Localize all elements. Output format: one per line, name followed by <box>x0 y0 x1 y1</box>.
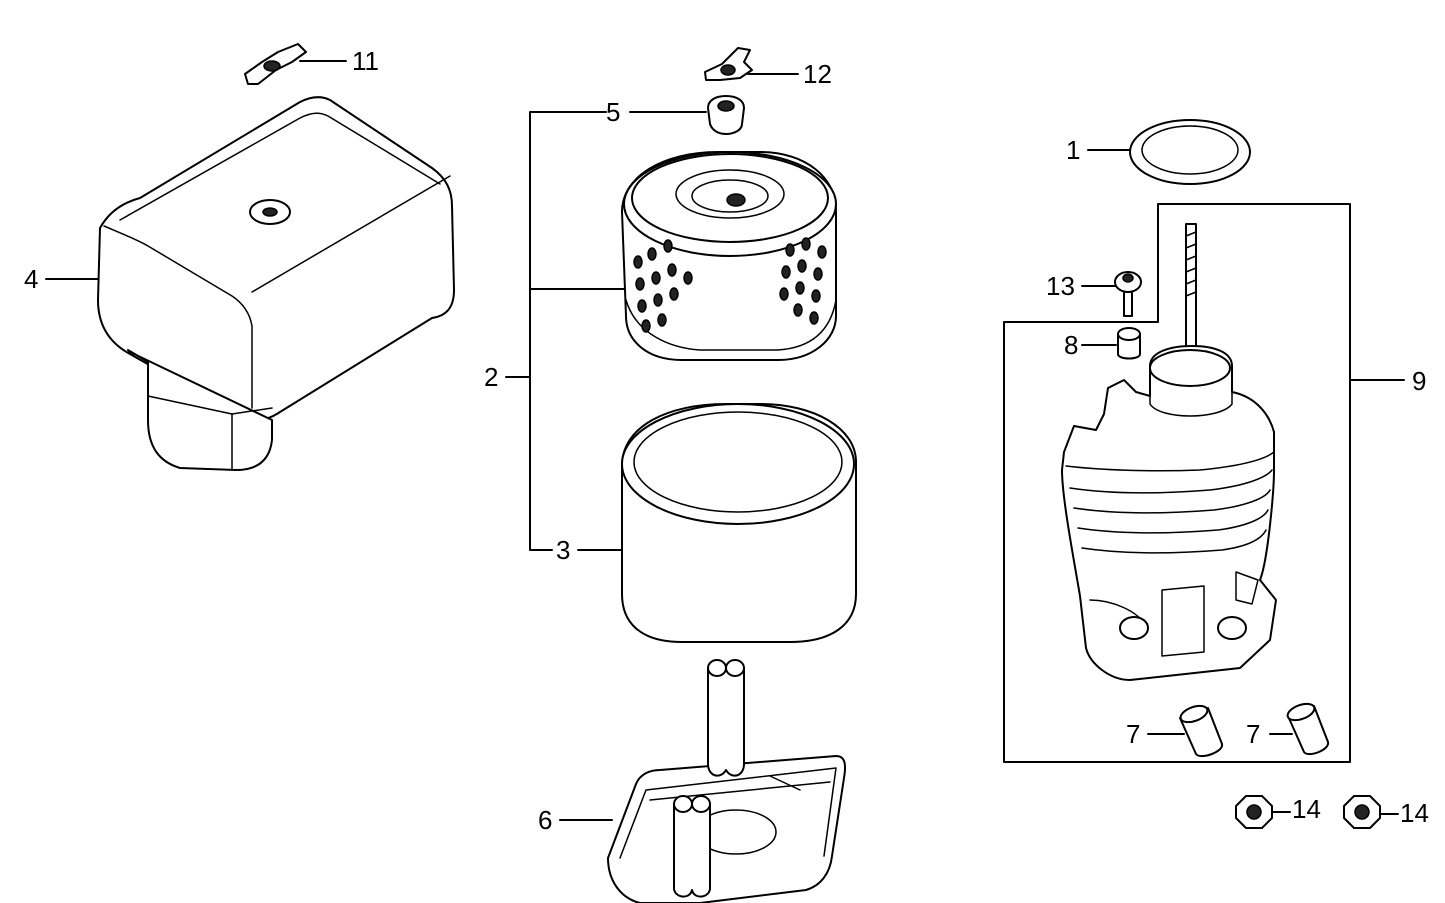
callout-5: 5 <box>606 97 707 127</box>
callout-7b-label: 7 <box>1246 719 1260 749</box>
callout-14b-label: 14 <box>1400 798 1429 828</box>
part-5-grommet <box>707 95 745 135</box>
callout-11-label: 11 <box>352 46 379 76</box>
part-12-wing-nut <box>704 47 753 81</box>
part-2-paper-element <box>621 151 837 361</box>
callout-2-label: 2 <box>484 362 498 392</box>
callout-9-label: 9 <box>1412 366 1426 396</box>
part-8-collar <box>1117 327 1141 360</box>
callout-12: 12 <box>747 59 832 89</box>
callout-8: 8 <box>1064 330 1117 360</box>
part-14-nut-left <box>1235 795 1273 829</box>
callout-13-label: 13 <box>1046 271 1075 301</box>
part-4-cover <box>97 96 455 471</box>
callout-1-label: 1 <box>1066 135 1080 165</box>
part-3-foam-element <box>621 403 857 643</box>
bracket-2: 2 3 <box>484 111 625 565</box>
callout-12-label: 12 <box>803 59 832 89</box>
bracket-9: 9 <box>1003 203 1426 763</box>
callout-8-label: 8 <box>1064 330 1078 360</box>
callout-11: 11 <box>299 46 379 76</box>
part-9-elbow <box>1061 223 1277 681</box>
callout-7-right: 7 <box>1246 719 1293 749</box>
callout-14-right: 14 <box>1379 798 1429 828</box>
callout-5-label: 5 <box>606 97 620 127</box>
part-11-wing-nut <box>244 43 307 85</box>
part-14-nut-right <box>1343 795 1381 829</box>
part-7-dowel-pin-left <box>1179 704 1223 758</box>
callout-14-left: 14 <box>1271 794 1321 824</box>
callout-7a-label: 7 <box>1126 719 1140 749</box>
part-1-gasket <box>1129 119 1251 185</box>
perforations <box>633 237 827 333</box>
callout-6: 6 <box>538 805 613 835</box>
callout-7-left: 7 <box>1126 719 1185 749</box>
callout-4: 4 <box>24 264 99 294</box>
callout-1: 1 <box>1066 135 1131 165</box>
callout-4-label: 4 <box>24 264 38 294</box>
part-6-case <box>607 659 846 903</box>
callout-13: 13 <box>1046 271 1117 301</box>
part-13-bolt <box>1114 271 1142 317</box>
part-7-dowel-pin-right <box>1286 702 1330 756</box>
callout-14a-label: 14 <box>1292 794 1321 824</box>
callout-3-label: 3 <box>556 535 570 565</box>
callout-6-label: 6 <box>538 805 552 835</box>
